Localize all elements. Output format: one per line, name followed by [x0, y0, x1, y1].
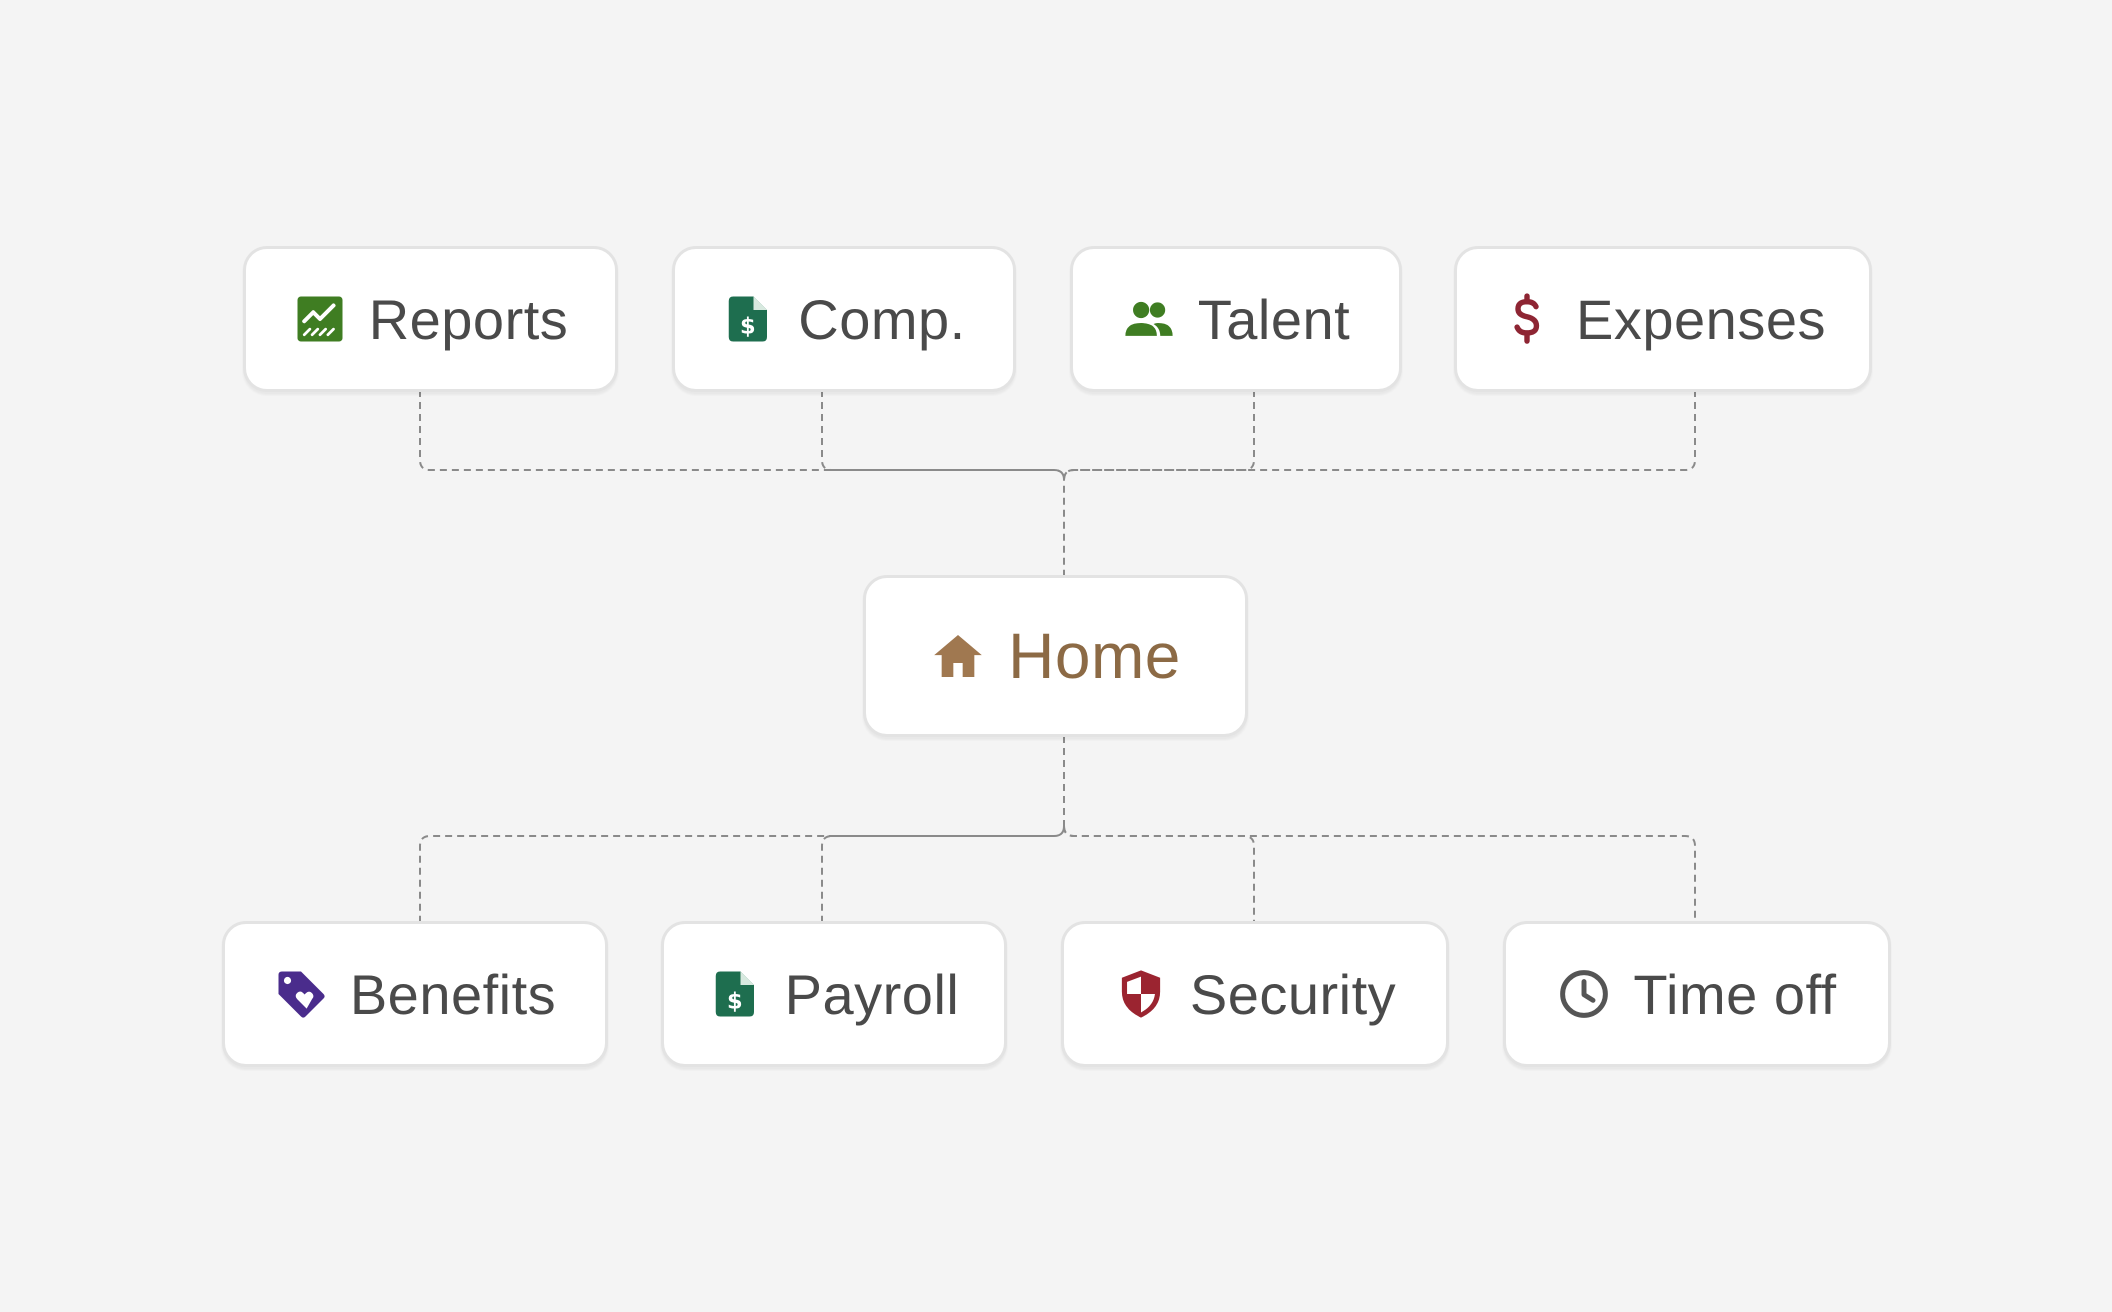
connector-expenses	[1063, 390, 1696, 481]
dollar-sign-icon	[1514, 293, 1540, 344]
connector-time-off	[1063, 825, 1696, 922]
home-icon	[934, 635, 982, 677]
node-label: Benefits	[349, 962, 557, 1026]
connector-talent	[1063, 390, 1255, 481]
node-label: Comp.	[798, 287, 966, 351]
dollar-document-icon: $	[729, 296, 768, 342]
connector-security	[1063, 825, 1255, 922]
node-payroll[interactable]: $ Payroll	[661, 921, 1007, 1067]
heart-tag-icon	[278, 971, 325, 1018]
people-icon	[1125, 301, 1173, 336]
node-reports[interactable]: Reports	[243, 246, 618, 392]
node-label: Time off	[1633, 962, 1837, 1026]
clock-icon	[1560, 970, 1609, 1018]
svg-text:$: $	[740, 314, 756, 340]
dollar-document-icon: $	[715, 971, 754, 1017]
connector-benefits	[419, 736, 1065, 922]
node-talent[interactable]: Talent	[1070, 246, 1402, 392]
node-time-off[interactable]: Time off	[1503, 921, 1891, 1067]
node-label: Reports	[368, 287, 569, 351]
node-comp[interactable]: $ Comp.	[672, 246, 1016, 392]
connector-comp	[821, 390, 1065, 481]
node-label: Talent	[1197, 287, 1351, 351]
node-label: Security	[1189, 962, 1397, 1026]
node-expenses[interactable]: Expenses	[1454, 246, 1872, 392]
node-label: Payroll	[784, 962, 960, 1026]
svg-text:$: $	[727, 989, 743, 1015]
connector-payroll	[821, 825, 1065, 922]
trending-chart-icon	[297, 296, 343, 342]
shield-icon	[1121, 970, 1160, 1018]
node-label: Expenses	[1576, 287, 1826, 351]
node-security[interactable]: Security	[1061, 921, 1449, 1067]
node-benefits[interactable]: Benefits	[222, 921, 608, 1067]
node-home[interactable]: Home	[863, 575, 1248, 737]
node-label: Home	[1008, 620, 1181, 692]
connector-reports	[419, 390, 1065, 576]
